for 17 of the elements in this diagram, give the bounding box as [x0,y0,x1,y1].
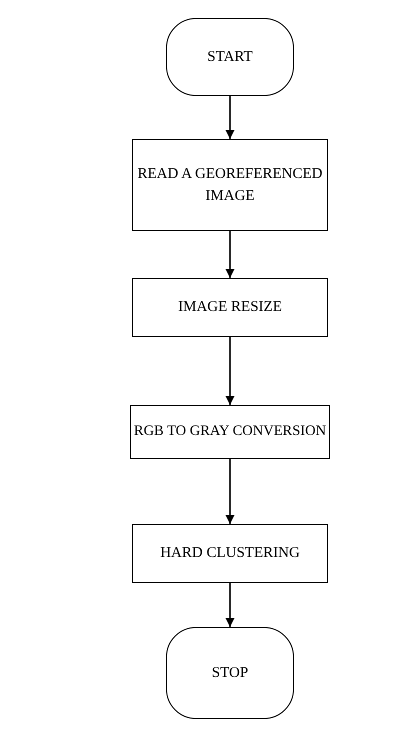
arrow [226,231,234,278]
node-label: START [206,48,254,67]
node-label: RGB TO GRAY CONVERSION [132,422,328,442]
arrow [226,337,234,405]
arrow [226,583,234,627]
process-box [132,278,328,337]
arrow [226,96,234,139]
process-box [130,405,330,459]
node-label: HARD CLUSTERING [159,544,301,564]
node-label: STOP [210,664,250,683]
process-box [132,139,328,231]
terminal-shape [166,627,294,719]
process-box [132,524,328,583]
node-label: READ A GEOREFERENCED IMAGE [136,164,324,206]
node-label: IMAGE RESIZE [177,298,283,318]
terminal-shape [166,18,294,96]
arrow [226,459,234,524]
